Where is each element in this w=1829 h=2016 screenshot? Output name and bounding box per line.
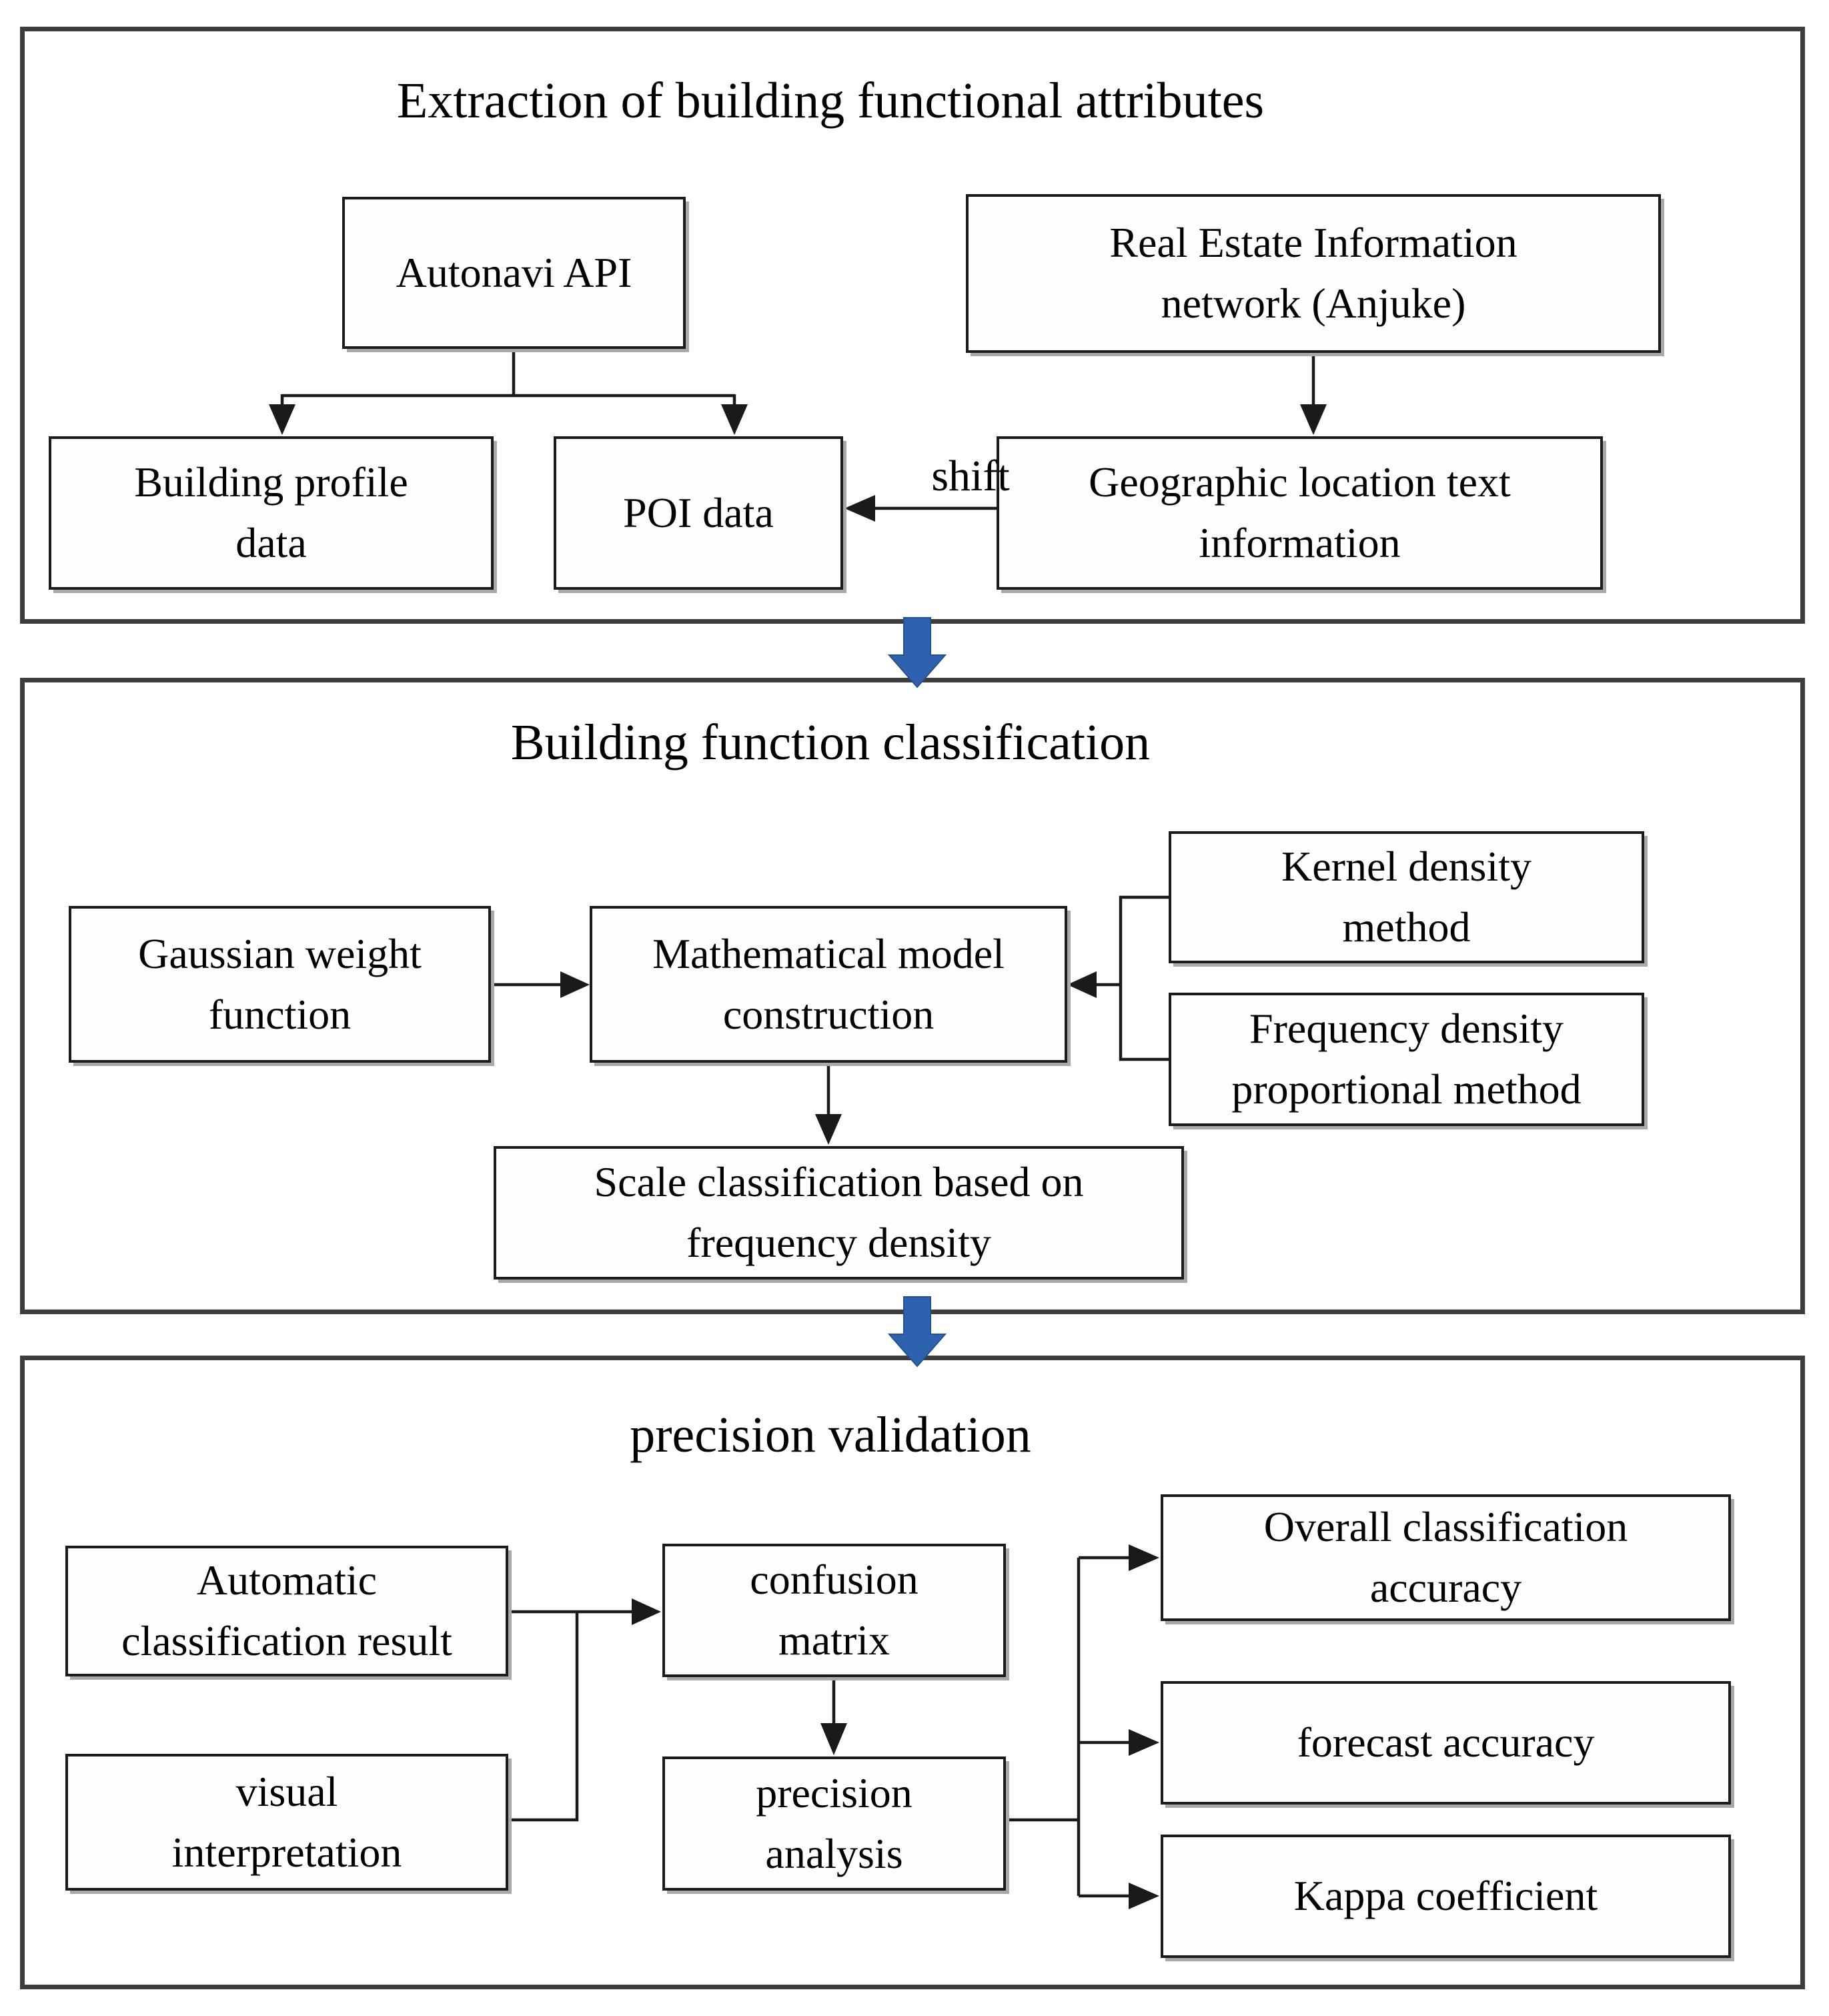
node-confusion-matrix: confusion matrix xyxy=(662,1544,1006,1677)
node-geographic-location-text: Geographic location text information xyxy=(997,436,1603,590)
node-geographic-location-text-label: Geographic location text information xyxy=(1089,458,1511,566)
node-frequency-density-proportional-method-label: Frequency density proportional method xyxy=(1231,1005,1582,1113)
node-poi-data: POI data xyxy=(554,436,843,590)
edge-label-shift: shift xyxy=(931,452,1010,500)
node-mathematical-model-construction: Mathematical model construction xyxy=(590,906,1067,1063)
node-forecast-accuracy-label: forecast accuracy xyxy=(1297,1718,1595,1767)
node-autonavi-api-label: Autonavi API xyxy=(396,248,632,296)
blue-down-arrow-1 xyxy=(887,617,947,688)
node-visual-interpretation-label: visual interpretation xyxy=(171,1767,402,1876)
node-autonavi-api: Autonavi API xyxy=(342,197,686,349)
node-frequency-density-proportional-method: Frequency density proportional method xyxy=(1169,993,1644,1126)
section-extraction-title: Extraction of building functional attrib… xyxy=(396,73,1265,129)
node-confusion-matrix-label: confusion matrix xyxy=(750,1556,919,1664)
node-kappa-coefficient: Kappa coefficient xyxy=(1161,1835,1731,1958)
node-visual-interpretation: visual interpretation xyxy=(65,1754,508,1891)
node-overall-classification-accuracy-label: Overall classification accuracy xyxy=(1263,1503,1628,1611)
node-kappa-coefficient-label: Kappa coefficient xyxy=(1293,1872,1598,1920)
node-precision-analysis-label: precision analysis xyxy=(756,1769,912,1877)
node-forecast-accuracy: forecast accuracy xyxy=(1161,1681,1731,1805)
node-automatic-classification-result: Automatic classification result xyxy=(65,1546,508,1676)
node-gaussian-weight-function-label: Gaussian weight function xyxy=(138,929,422,1038)
node-scale-classification-label: Scale classification based on frequency … xyxy=(594,1158,1084,1266)
node-building-profile-data: Building profile data xyxy=(49,436,494,590)
node-precision-analysis: precision analysis xyxy=(662,1756,1006,1891)
node-gaussian-weight-function: Gaussian weight function xyxy=(69,906,491,1063)
node-overall-classification-accuracy: Overall classification accuracy xyxy=(1161,1494,1731,1621)
node-kernel-density-method: Kernel density method xyxy=(1169,831,1644,963)
section-validation-title: precision validation xyxy=(630,1407,1031,1463)
node-real-estate-network: Real Estate Information network (Anjuke) xyxy=(966,194,1661,353)
node-kernel-density-method-label: Kernel density method xyxy=(1281,843,1532,951)
node-mathematical-model-construction-label: Mathematical model construction xyxy=(652,929,1005,1038)
node-automatic-classification-result-label: Automatic classification result xyxy=(121,1556,452,1664)
node-scale-classification: Scale classification based on frequency … xyxy=(494,1146,1184,1280)
node-poi-data-label: POI data xyxy=(623,488,774,536)
node-building-profile-data-label: Building profile data xyxy=(134,458,408,566)
node-real-estate-network-label: Real Estate Information network (Anjuke) xyxy=(1109,219,1517,327)
section-classification-title: Building function classification xyxy=(510,714,1151,771)
